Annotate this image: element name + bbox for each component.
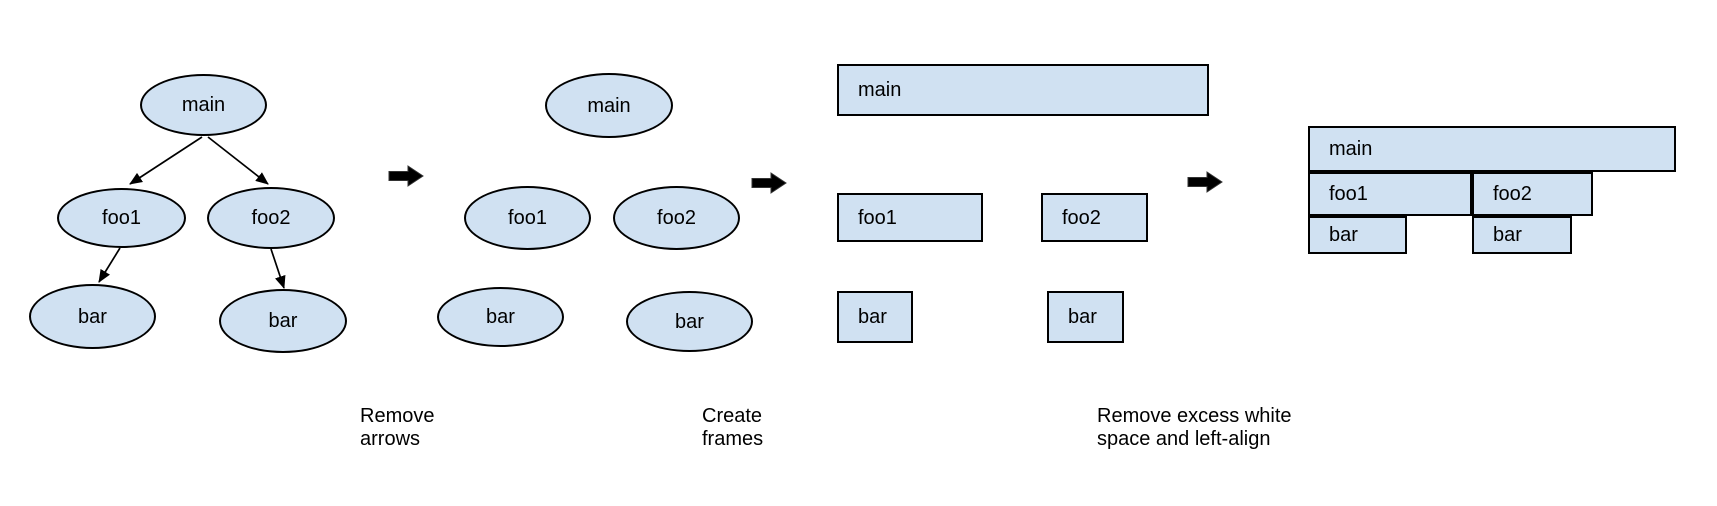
tree2-node-foo2: foo2 [613,186,740,250]
edge-foo1-bar-icon [98,247,121,283]
node-label: bar [486,306,515,328]
node-label: bar [78,305,107,328]
caption-line: Create [702,405,763,427]
node-label: bar [1493,224,1522,246]
tree2-node-bar-left: bar [437,287,564,347]
flame-frame-foo2: foo2 [1472,172,1593,216]
caption-remove-arrows: Remove arrows [360,405,434,451]
tree1-node-foo2: foo2 [207,187,335,249]
tree1-node-foo1: foo1 [57,188,186,248]
node-label: foo2 [1062,206,1101,229]
node-label: foo1 [1329,183,1368,205]
frames-node-bar-right: bar [1047,291,1124,343]
caption-line: frames [702,428,764,450]
caption-remove-whitespace: Remove excess white space and left-align [1097,405,1292,451]
caption-line: arrows [360,428,421,450]
node-label: bar [268,310,298,332]
node-label: foo1 [858,206,897,229]
flame-frame-bar-left: bar [1308,216,1407,254]
node-label: bar [1068,306,1097,328]
frames-node-foo1: foo1 [837,193,983,242]
frames-node-bar-left: bar [837,291,913,343]
node-label: foo2 [251,207,291,229]
transition-arrow-2-icon [751,172,787,194]
tree1-node-main: main [140,74,267,136]
tree1-node-bar-left: bar [29,284,156,349]
transition-arrow-3-icon [1187,171,1223,193]
node-label: bar [1329,224,1358,246]
node-label: foo2 [657,207,696,229]
tree1-node-bar-right: bar [219,289,347,353]
caption-create-frames: Create frames [702,405,763,451]
node-label: foo2 [1493,183,1532,205]
flame-frame-main: main [1308,126,1676,172]
frames-node-foo2: foo2 [1041,193,1148,242]
caption-line: space and left-align [1097,428,1271,450]
node-label: bar [858,306,887,328]
edge-foo2-bar-icon [270,248,286,289]
flame-frame-bar-right: bar [1472,216,1572,254]
node-label: bar [675,310,704,333]
node-label: main [587,94,631,117]
flame-frame-foo1: foo1 [1308,172,1472,216]
tree2-node-bar-right: bar [626,291,753,352]
edge-main-foo2-icon [207,136,269,185]
tree2-node-foo1: foo1 [464,186,591,250]
node-label: main [858,79,902,101]
node-label: main [1329,138,1373,160]
caption-line: Remove excess white [1097,405,1292,427]
tree2-node-main: main [545,73,673,138]
edge-main-foo1-icon [129,136,203,185]
node-label: foo1 [102,207,141,229]
node-label: main [181,94,226,116]
frames-node-main: main [837,64,1209,116]
node-label: foo1 [508,207,547,229]
caption-line: Remove [360,405,435,427]
transition-arrow-1-icon [388,165,424,187]
